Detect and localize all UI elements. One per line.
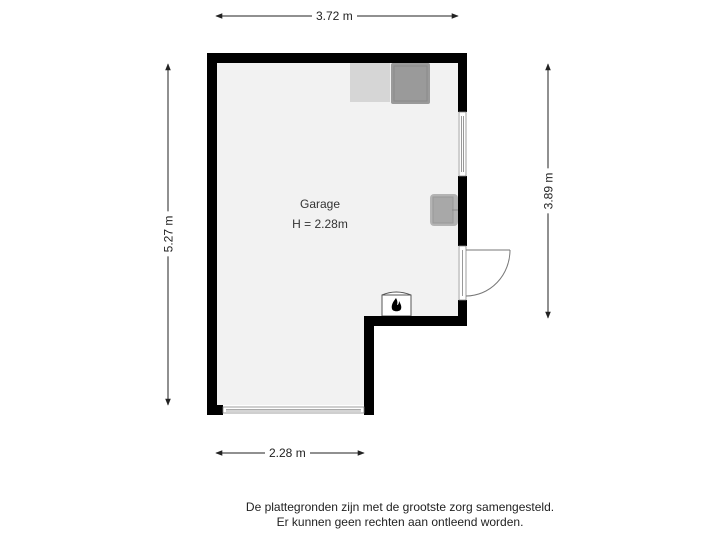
room-height: H = 2.28m [292, 217, 348, 231]
appliance-light [350, 63, 390, 102]
window-right [458, 111, 467, 177]
room-label: Garage H = 2.28m [270, 194, 370, 234]
dim-label-right: 3.89 m [541, 168, 556, 214]
dim-label-top: 3.72 m [312, 9, 357, 23]
door [458, 245, 511, 301]
boiler [381, 291, 412, 317]
sink [430, 194, 458, 226]
disclaimer-line-2: Er kunnen geen rechten aan ontleend word… [276, 515, 524, 529]
garage-door [222, 406, 365, 414]
garage-floor [217, 63, 458, 405]
disclaimer-line-1: De plattegronden zijn met de grootste zo… [245, 500, 555, 514]
disclaimer: De plattegronden zijn met de grootste zo… [0, 500, 720, 530]
dim-label-bottom: 2.28 m [265, 446, 310, 460]
flame-icon [391, 298, 402, 312]
room-name: Garage [299, 197, 341, 211]
walls [207, 53, 467, 415]
appliance-dark [391, 63, 430, 104]
dim-label-left: 5.27 m [161, 211, 176, 257]
